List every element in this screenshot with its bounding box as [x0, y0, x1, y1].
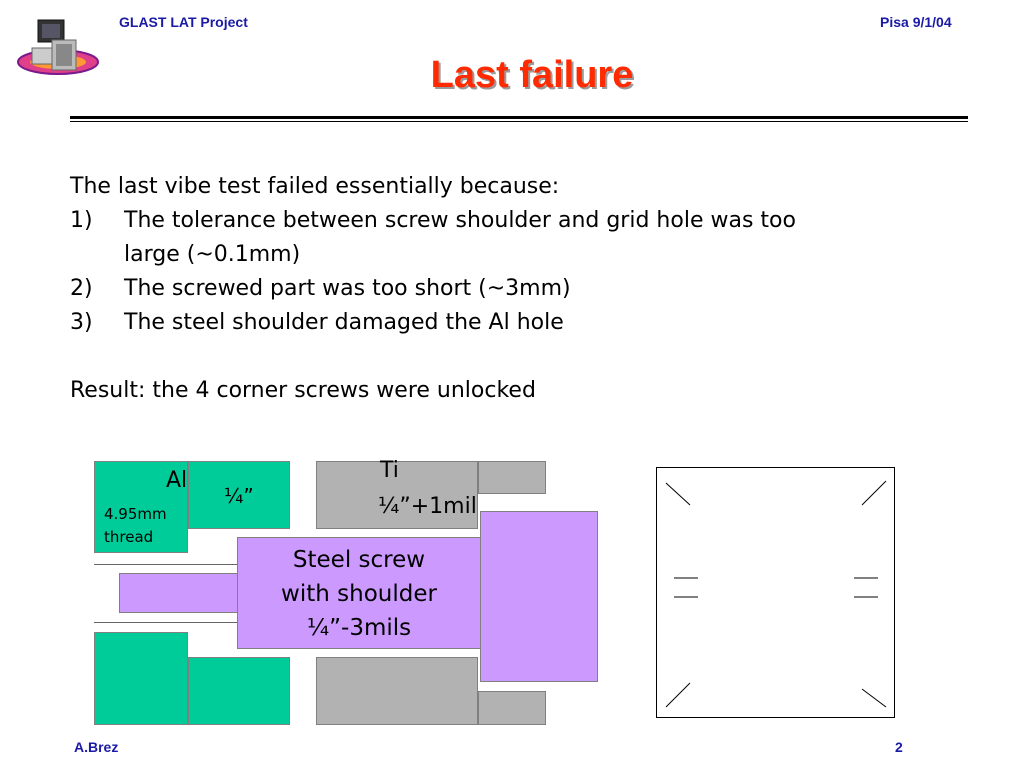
title-rule-thin	[70, 121, 968, 122]
al-block-bottom-right	[188, 657, 290, 725]
grid-square-diagram	[656, 467, 896, 719]
ti-block-bottom	[316, 657, 478, 725]
screw-label-line: ¼”-3mils	[306, 615, 412, 641]
ti-block-top-right	[478, 461, 546, 494]
al-quarter-inch-label: ¼”	[224, 484, 254, 508]
al-block-top-right	[188, 461, 290, 529]
list-item-number: 2)	[70, 276, 93, 301]
list-item-text: The tolerance between screw shoulder and…	[124, 208, 796, 233]
title-rule	[70, 116, 968, 119]
al-thread-label: 4.95mm	[104, 505, 167, 523]
footer-page-number: 2	[895, 739, 903, 755]
intro-text: The last vibe test failed essentially be…	[70, 174, 560, 199]
thread-line	[94, 564, 238, 565]
steel-screw-head	[480, 511, 598, 682]
ti-block-bottom-right	[478, 691, 546, 725]
list-item-number: 1)	[70, 208, 93, 233]
steel-screw-shoulder	[237, 537, 481, 649]
ti-dimension-label: ¼”+1mil	[378, 494, 477, 519]
screw-label-line: with shoulder	[281, 581, 437, 607]
screw-label: Steel screw with shoulder ¼”-3mils	[237, 543, 481, 645]
al-thread-label-2: thread	[104, 528, 154, 546]
al-block-bottom-left	[94, 632, 188, 725]
result-text: Result: the 4 corner screws were unlocke…	[70, 378, 536, 403]
list-item-text: The screwed part was too short (~3mm)	[124, 276, 571, 301]
ti-block-top	[316, 461, 478, 529]
list-item-text-cont: large (~0.1mm)	[124, 242, 301, 267]
thread-line	[94, 622, 238, 623]
screw-label-line: Steel screw	[292, 547, 426, 573]
header-project: GLAST LAT Project	[119, 14, 248, 30]
ti-label: Ti	[380, 458, 399, 483]
header-location-date: Pisa 9/1/04	[880, 14, 952, 30]
slide-title: Last failure	[430, 54, 634, 96]
glast-logo	[12, 14, 102, 86]
list-item-text: The steel shoulder damaged the Al hole	[124, 310, 564, 335]
al-label: Al	[166, 468, 188, 493]
al-block-top-left	[94, 461, 188, 553]
list-item-number: 3)	[70, 310, 93, 335]
footer-author: A.Brez	[74, 739, 119, 755]
steel-screw-thread	[119, 573, 239, 613]
